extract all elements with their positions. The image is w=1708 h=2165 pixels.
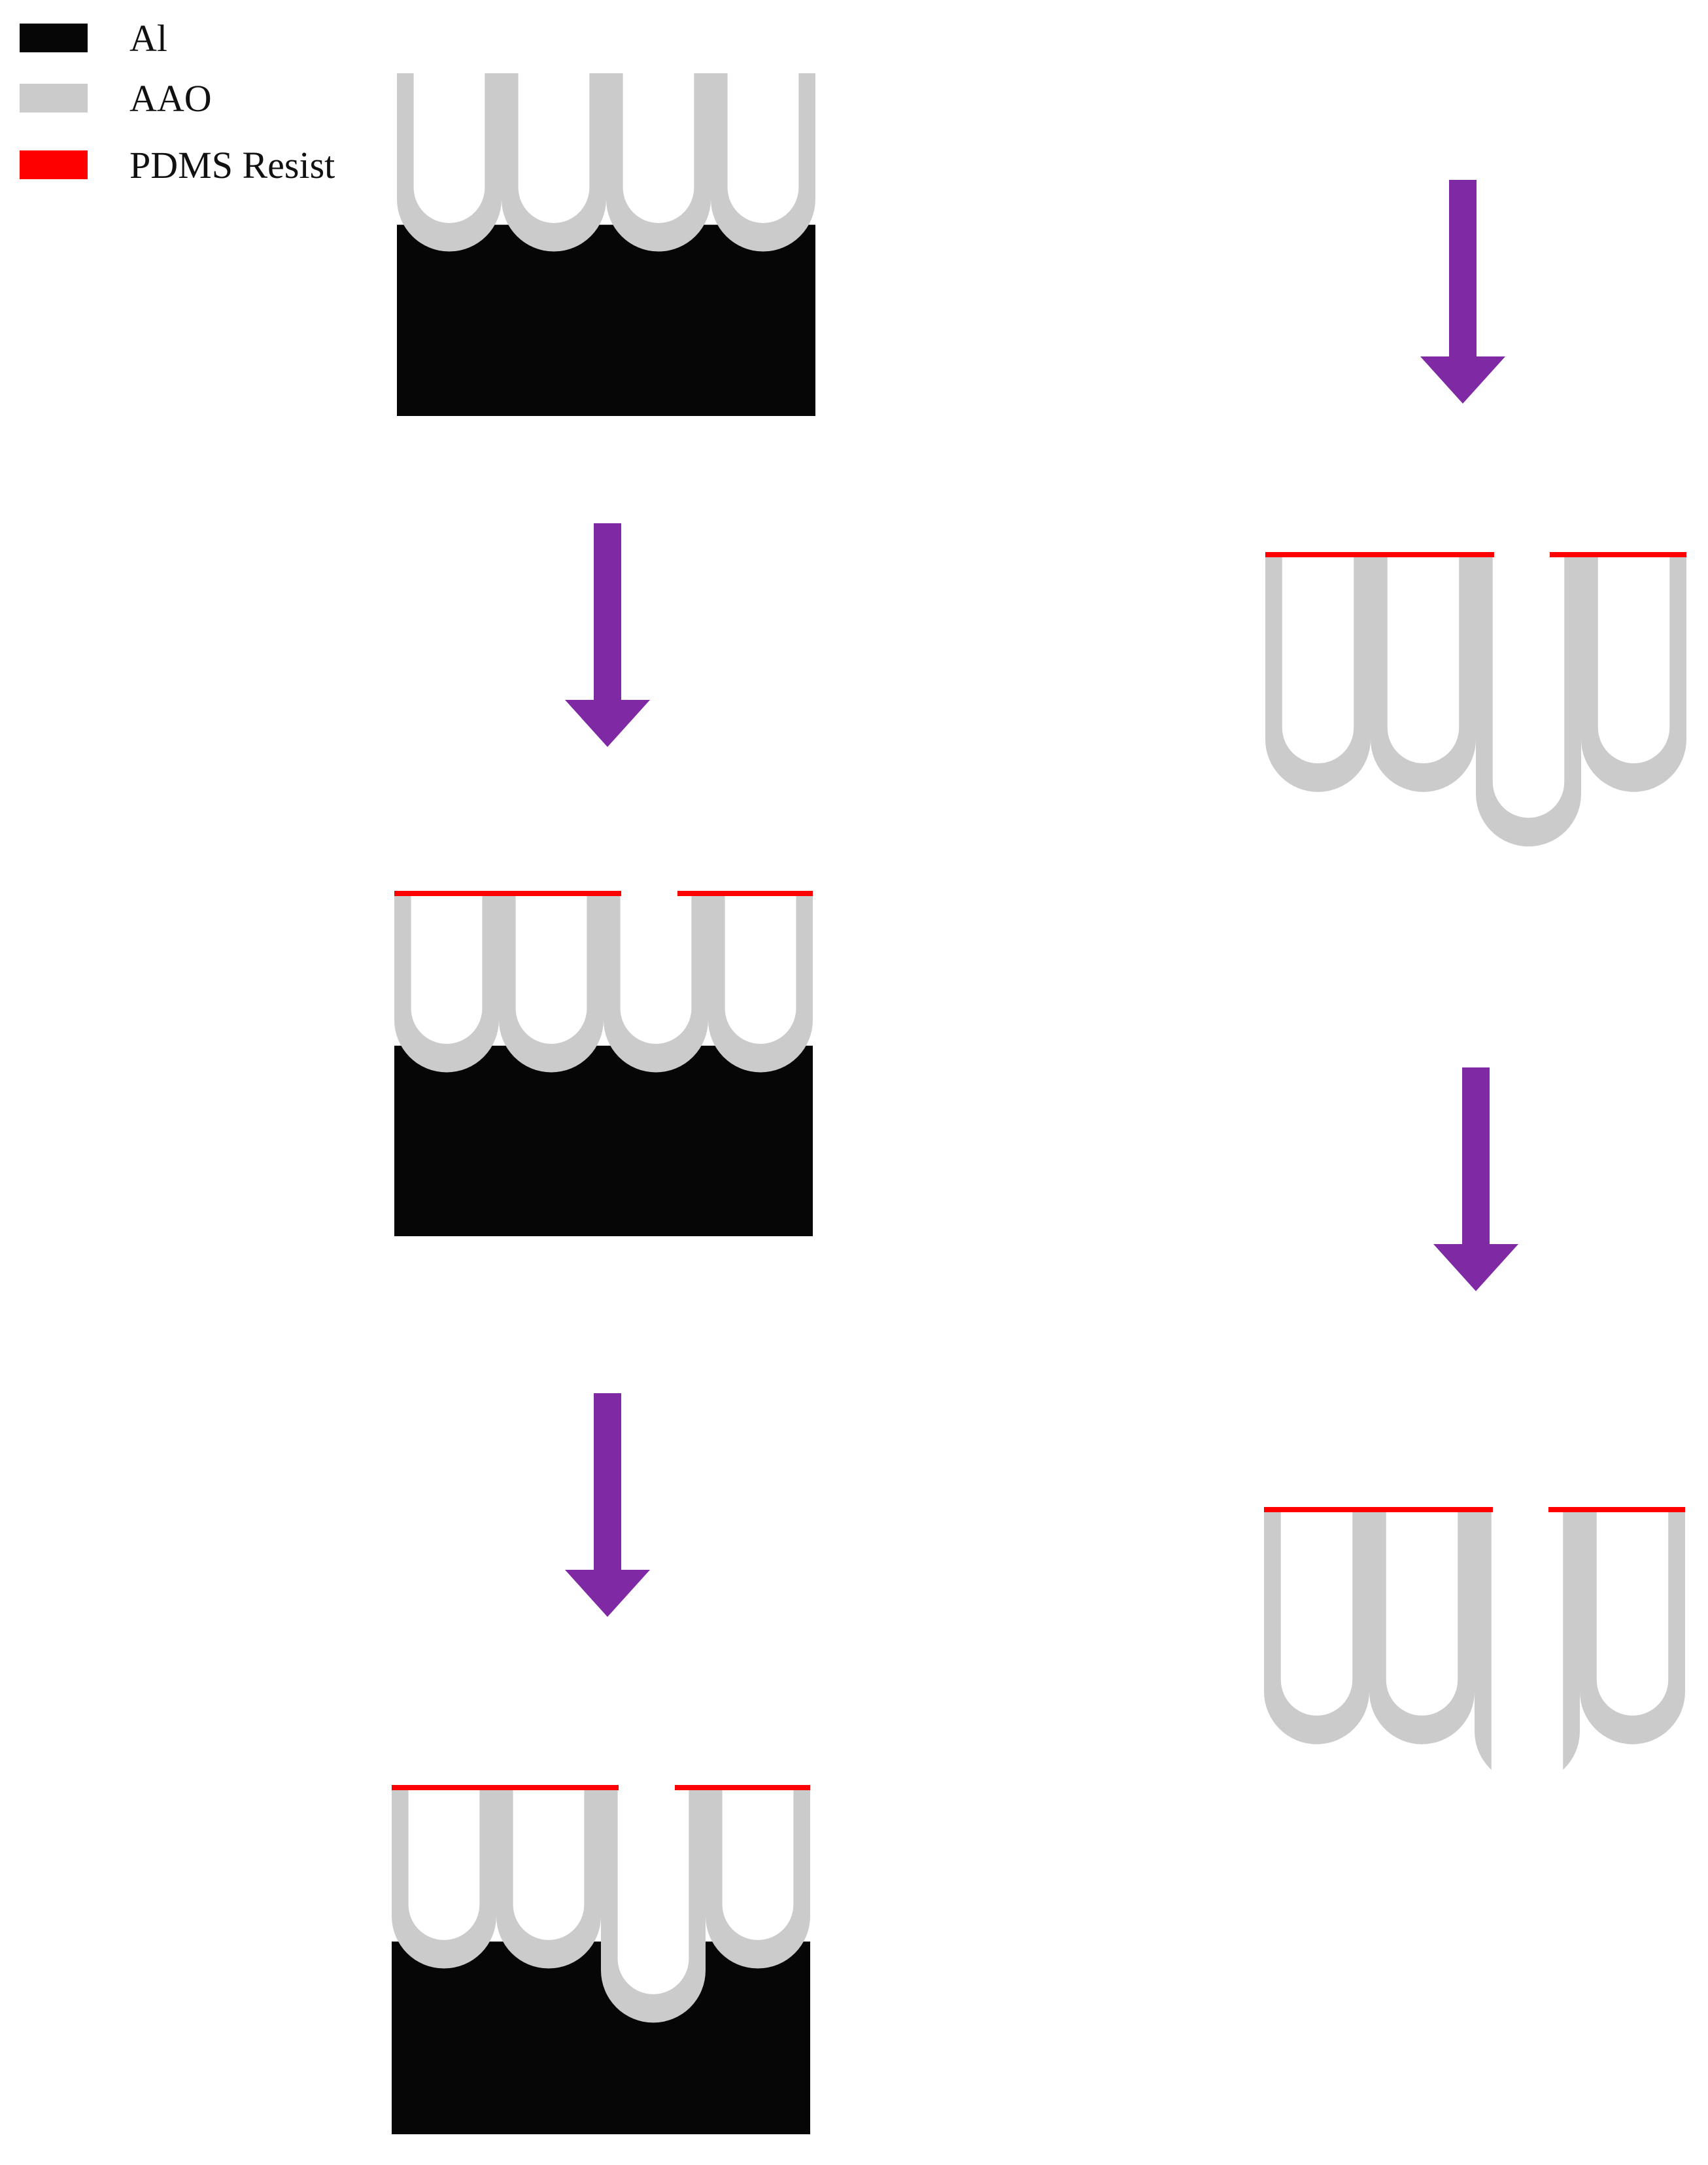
legend-label: AAO: [129, 77, 212, 120]
pore: [513, 1788, 585, 1941]
pdms-resist-segment: [1264, 1507, 1493, 1512]
pore: [515, 893, 587, 1044]
pore: [1387, 555, 1460, 764]
pore: [1597, 555, 1670, 764]
pore: [1596, 1510, 1669, 1716]
process-arrows: [565, 180, 1518, 1617]
pore: [623, 72, 694, 223]
pdms-resist-segment: [1265, 552, 1494, 557]
process-steps: [392, 72, 1686, 2134]
pore: [1386, 1510, 1458, 1716]
pore: [617, 1788, 689, 1994]
pdms-resist-segment: [675, 1785, 810, 1790]
aluminum-substrate: [394, 1045, 813, 1236]
aluminum-substrate: [397, 224, 815, 416]
pore: [620, 893, 692, 1044]
pore: [1492, 555, 1565, 818]
pore: [1282, 555, 1354, 764]
legend-item: PDMS Resist: [20, 144, 335, 186]
legend-swatch: [20, 84, 88, 113]
open-pore-channel: [1491, 1510, 1563, 1796]
process-step-5: [1264, 1507, 1685, 1796]
pore: [1280, 1510, 1353, 1716]
process-step-1: [397, 72, 815, 416]
legend-swatch: [20, 150, 88, 179]
process-step-4: [1265, 552, 1686, 847]
pore: [727, 72, 799, 223]
down-arrow-icon: [1433, 1067, 1518, 1291]
pore: [413, 72, 485, 223]
pore: [411, 893, 483, 1044]
pdms-resist-segment: [677, 891, 813, 896]
pdms-resist-segment: [1548, 1507, 1685, 1512]
legend-label: Al: [129, 17, 167, 60]
pore: [722, 1788, 794, 1941]
pore: [518, 72, 590, 223]
legend-item: AAO: [20, 77, 212, 120]
legend-item: Al: [20, 17, 167, 60]
down-arrow-icon: [1420, 180, 1505, 404]
pdms-resist-segment: [392, 1785, 619, 1790]
pdms-resist-segment: [1550, 552, 1686, 557]
pdms-resist-segment: [394, 891, 621, 896]
process-step-3: [392, 1785, 810, 2134]
legend-swatch: [20, 24, 88, 52]
aluminum-substrate: [392, 1941, 810, 2134]
down-arrow-icon: [565, 523, 650, 747]
process-step-2: [394, 891, 813, 1236]
legend-label: PDMS Resist: [129, 144, 335, 186]
down-arrow-icon: [565, 1393, 650, 1617]
pore: [408, 1788, 480, 1941]
pore: [725, 893, 796, 1044]
